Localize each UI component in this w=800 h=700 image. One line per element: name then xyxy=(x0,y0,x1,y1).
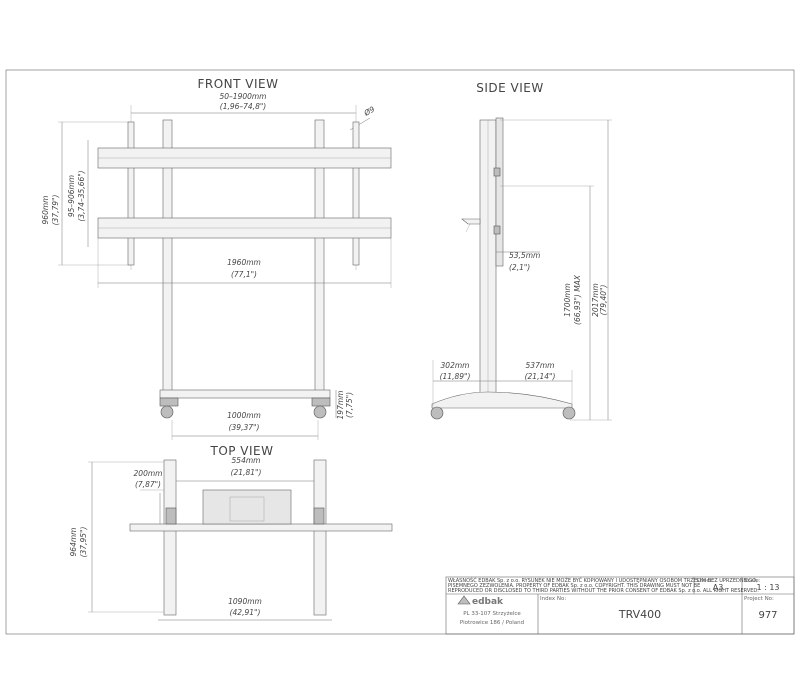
title-block: WŁASNOŚĆ EDBAK Sp. z o.o. RYSUNEK NIE MO… xyxy=(445,576,795,635)
top-clamp-right xyxy=(313,507,325,525)
top-view-title: TOP VIEW xyxy=(209,444,273,458)
side-wheel-front xyxy=(430,406,444,420)
side-total-mm: 2017mm xyxy=(591,283,600,317)
tb-address-2: Piotrowice 186 / Poland xyxy=(460,620,524,626)
side-front-mm: 302mm xyxy=(441,361,470,370)
title-block-frame xyxy=(445,576,795,635)
top-clamp-left xyxy=(165,507,177,525)
tb-sheet-label: Sheet: xyxy=(696,578,714,584)
side-front-in: (11,89") xyxy=(440,372,471,381)
top-width-in: (21,81") xyxy=(231,468,262,477)
front-adjust-mm: 95–906mm xyxy=(67,175,76,217)
top-view: TOP VIEW 554mm (21,81") 200mm (7,87") 96… xyxy=(69,444,393,621)
top-crossbar xyxy=(129,523,393,532)
side-bracket-upper xyxy=(493,167,501,177)
tb-scale-value: 1 : 13 xyxy=(756,583,779,592)
side-view: SIDE VIEW 53,5mm (2,1") 1700mm (66,93") … xyxy=(430,81,612,421)
side-total-in: (79,40") xyxy=(599,285,608,316)
front-view-title: FRONT VIEW xyxy=(197,77,278,91)
tb-sheet-value: A3 xyxy=(713,583,724,592)
tb-notice-3: REPRODUCED OR DISCLOSED TO THIRD PARTIES… xyxy=(448,588,759,594)
diameter-label: Ø9 xyxy=(362,104,377,118)
front-base-mm: 1000mm xyxy=(227,411,261,420)
top-center-box xyxy=(202,489,292,525)
side-mount xyxy=(495,117,504,267)
side-base xyxy=(431,391,573,409)
front-base-in: (39,37") xyxy=(229,423,260,432)
top-leg-left xyxy=(163,459,177,616)
mount-arm-right xyxy=(352,121,360,266)
tb-index-value: TRV400 xyxy=(618,608,661,621)
side-view-title: SIDE VIEW xyxy=(476,81,544,95)
tb-index-label: Index No: xyxy=(540,596,566,602)
top-depth-in: (37,95") xyxy=(79,527,88,558)
front-width-mm: 50–1900mm xyxy=(220,92,267,101)
front-height-mm: 960mm xyxy=(41,196,50,225)
top-center-plate xyxy=(229,496,265,522)
front-base xyxy=(159,389,331,399)
side-rear-mm: 537mm xyxy=(526,361,555,370)
top-offset-mm: 200mm xyxy=(134,469,163,478)
front-bar-in: (77,1") xyxy=(231,270,257,279)
edbak-logo-icon xyxy=(457,595,471,605)
front-wheel-right xyxy=(313,405,327,419)
front-bar-mm: 1960mm xyxy=(227,258,261,267)
side-max-in: (66,93") MAX xyxy=(573,274,582,325)
front-foot-in: (7,75") xyxy=(345,392,354,418)
drawing-frame xyxy=(5,69,795,635)
side-wheel-rear xyxy=(562,406,576,420)
tb-scale-label: Scale: xyxy=(744,578,761,584)
top-width-mm: 554mm xyxy=(232,456,261,465)
side-max-mm: 1700mm xyxy=(563,283,572,317)
top-base-mm: 1090mm xyxy=(228,597,262,606)
front-foot-left xyxy=(159,397,179,407)
tb-notice-2: PISEMNEGO ZEZWOLENIA. PROPERTY OF EDBAK … xyxy=(448,583,700,589)
front-adjust-in: (3,74–35,66") xyxy=(77,170,86,221)
tb-address-1: PL 33-107 Strzyżelce xyxy=(463,611,521,617)
front-wheel-left xyxy=(160,405,174,419)
mount-arm-left xyxy=(127,121,135,266)
front-width-in: (1,96–74,8") xyxy=(220,102,267,111)
tb-notice-1: WŁASNOŚĆ EDBAK Sp. z o.o. RYSUNEK NIE MO… xyxy=(448,577,758,584)
front-foot-right xyxy=(311,397,331,407)
front-view: FRONT VIEW 50–1900mm (1,96–74,8") Ø9 960… xyxy=(41,77,392,440)
side-rear-in: (21,14") xyxy=(525,372,556,381)
side-depth-mm: 53,5mm xyxy=(509,251,540,260)
top-depth-mm: 964mm xyxy=(69,528,78,557)
top-offset-in: (7,87") xyxy=(135,480,161,489)
tb-company: edbak xyxy=(472,597,504,607)
tb-project-label: Project No: xyxy=(744,596,774,602)
front-height-in: (37,79") xyxy=(51,195,60,226)
top-leg-right xyxy=(313,459,327,616)
top-base-in: (42,91") xyxy=(230,608,261,617)
side-shelf xyxy=(461,218,481,225)
tb-project-value: 977 xyxy=(758,610,777,621)
side-depth-in: (2,1") xyxy=(509,263,530,272)
side-bracket-lower xyxy=(493,225,501,235)
side-shelf-strut xyxy=(465,223,471,233)
front-foot-mm: 197mm xyxy=(336,391,345,420)
